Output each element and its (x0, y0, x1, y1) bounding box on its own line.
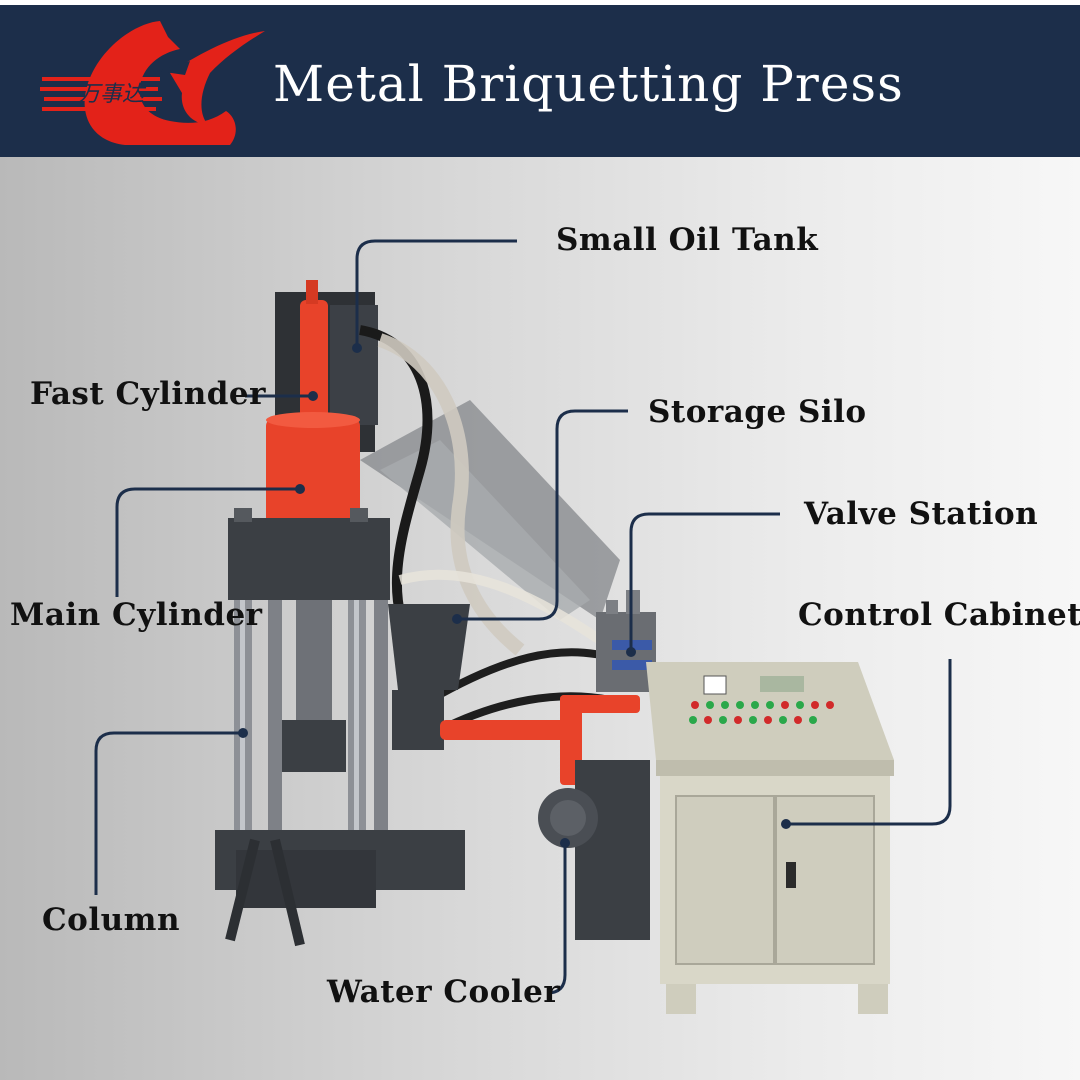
label-storage-silo: Storage Silo (648, 394, 867, 430)
label-valve-station: Valve Station (804, 496, 1039, 532)
company-logo: 万事达 (40, 21, 265, 145)
header-banner: 万事达 Metal Briquetting Press (0, 0, 1080, 157)
label-fast-cylinder: Fast Cylinder (30, 376, 266, 412)
label-main-cylinder: Main Cylinder (10, 597, 263, 633)
valve-station-shape (596, 612, 656, 692)
storage-silo-shape (388, 604, 470, 690)
label-control-cabinet: Control Cabinet (798, 597, 1080, 633)
page-title: Metal Briquetting Press (273, 55, 904, 113)
label-water-cooler: Water Cooler (327, 974, 561, 1010)
label-column: Column (42, 902, 181, 938)
main-cylinder-shape (266, 418, 360, 526)
label-small-oil-tank: Small Oil Tank (556, 222, 819, 258)
fast-cylinder-shape (300, 300, 328, 418)
logo-text: 万事达 (78, 82, 147, 107)
